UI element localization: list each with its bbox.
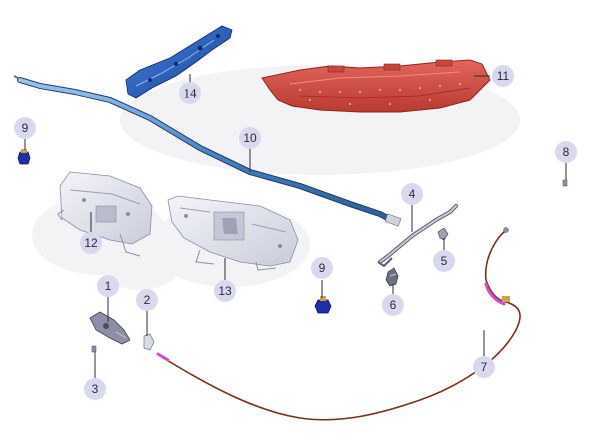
bump-stop-center [314,296,332,314]
callout-1: 1 [97,275,119,297]
callout-label: 3 [92,382,99,396]
callout-13: 13 [214,280,236,302]
callout-9-left: 9 [14,117,36,139]
hood-latch-panel-left [57,171,153,257]
callout-4: 4 [401,183,423,205]
callout-5: 5 [433,250,455,272]
callout-label: 10 [243,131,257,145]
callout-11: 11 [492,65,514,87]
prop-rod-bracket [377,204,458,268]
hood-prop-rod [13,75,402,227]
callout-label: 7 [481,360,488,374]
callout-label: 12 [84,236,98,250]
callout-3: 3 [84,378,106,400]
callout-14: 14 [179,82,201,104]
callout-2: 2 [136,289,158,311]
callout-12: 12 [80,232,102,254]
callout-label: 13 [218,284,232,298]
reinforcement-bracket [125,25,233,99]
callout-label: 8 [563,145,570,159]
callout-label: 6 [390,298,397,312]
callout-label: 5 [441,254,448,268]
retainer-clip [437,227,449,241]
callout-label: 14 [184,86,198,101]
hood-insulator-pad [261,59,491,113]
callout-label: 9 [22,121,29,135]
hood-latch-assembly [89,311,131,345]
bump-stop-left [17,149,31,165]
callout-9-center: 9 [311,257,333,279]
cable-end-clip [143,333,155,351]
latch-bolt [91,345,97,353]
callout-6: 6 [382,294,404,316]
callout-label: 4 [409,187,416,201]
hood-latch-support-panel [167,195,299,271]
callout-10: 10 [239,127,261,149]
callout-label: 9 [319,261,326,275]
rod-clip [385,267,399,287]
callout-8: 8 [555,141,577,163]
callout-label: 2 [144,293,151,307]
callout-label: 11 [497,69,510,83]
leader-lines [24,74,567,378]
callout-label: 1 [105,279,112,293]
screw-fastener [562,179,568,187]
callout-7: 7 [473,356,495,378]
